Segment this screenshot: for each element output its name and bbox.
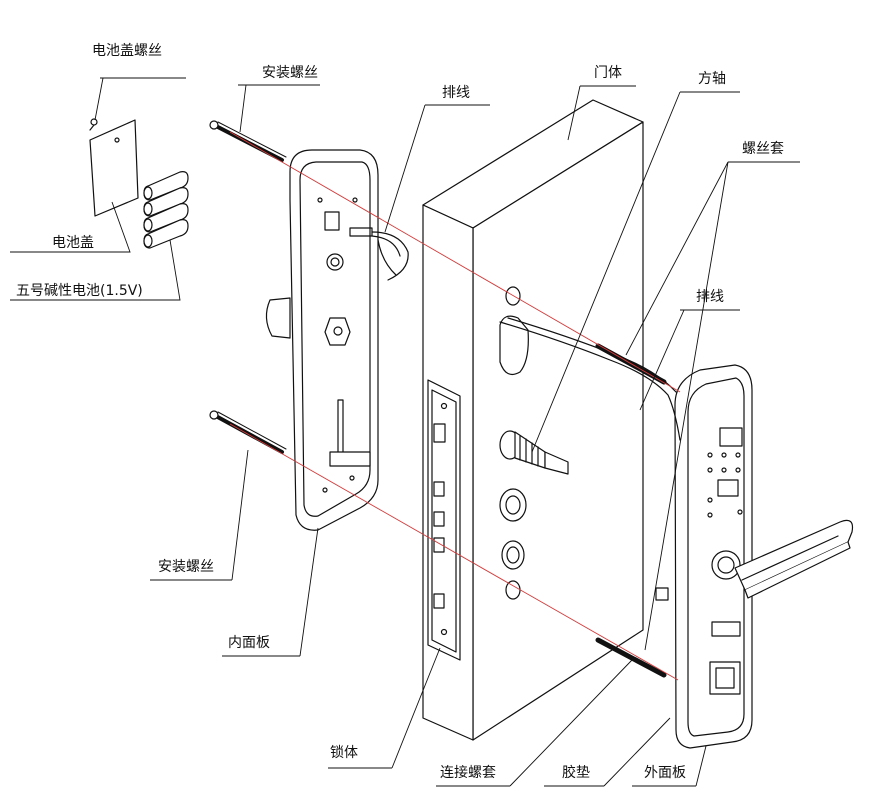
battery-cover: [89, 118, 139, 217]
label-mount-screw-top: 安装螺丝: [262, 65, 318, 81]
outer-panel: [655, 364, 854, 749]
label-batteries: 五号碱性电池(1.5V): [16, 283, 143, 299]
inner-cable: [349, 227, 409, 281]
batteries: [143, 171, 189, 249]
label-cable-right: 排线: [696, 289, 724, 305]
label-connecting-sleeve: 连接螺套: [440, 765, 496, 781]
inner-panel: [265, 149, 379, 531]
square-shaft: [499, 430, 569, 475]
label-door-body: 门体: [594, 65, 622, 81]
label-battery-cover: 电池盖: [52, 235, 94, 251]
mount-screws: [209, 120, 287, 454]
label-battery-cover-screw: 电池盖螺丝: [92, 43, 162, 59]
door-body: [422, 99, 644, 741]
leader-lines: [10, 77, 800, 787]
label-cable-top: 排线: [442, 85, 470, 101]
label-screw-sleeve: 螺丝套: [742, 141, 784, 157]
label-rubber-pad: 胶垫: [562, 765, 590, 781]
label-mount-screw-bottom: 安装螺丝: [158, 559, 214, 575]
label-lock-body: 锁体: [330, 745, 358, 761]
label-inner-panel: 内面板: [228, 635, 270, 651]
label-square-shaft: 方轴: [698, 71, 726, 87]
label-outer-panel: 外面板: [644, 765, 686, 781]
alignment-guides: [229, 131, 681, 681]
